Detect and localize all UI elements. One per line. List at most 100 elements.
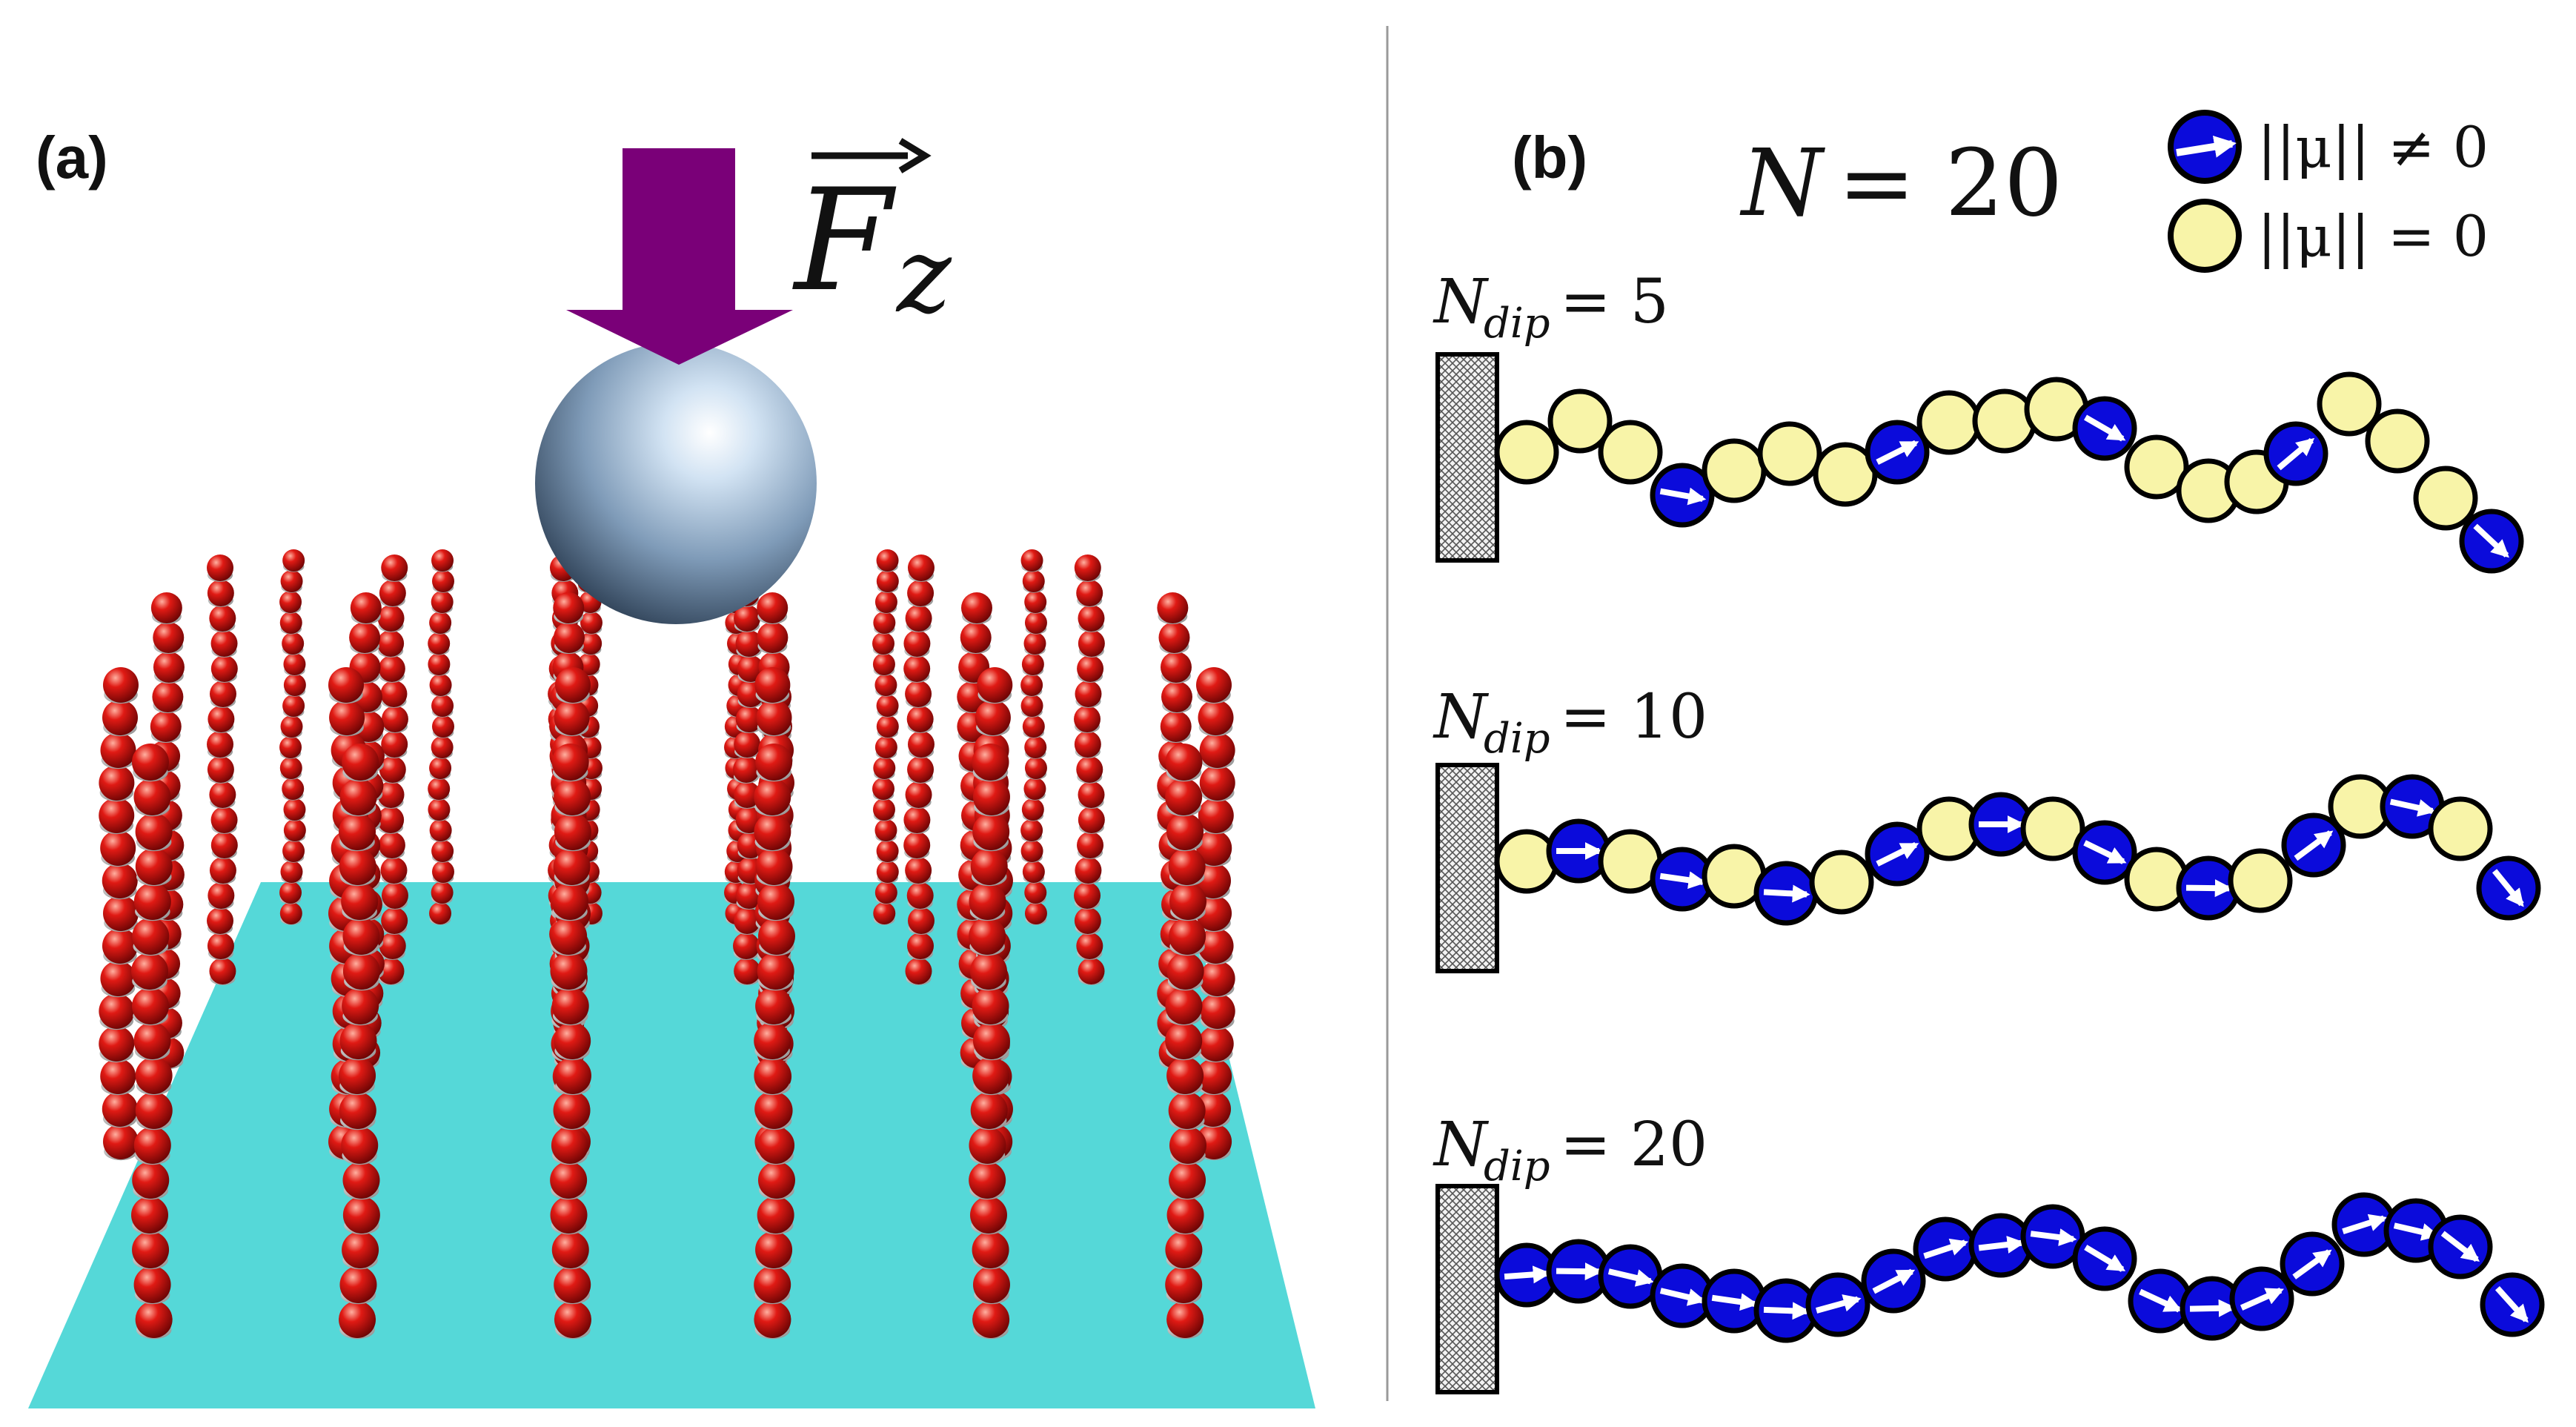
dipole-arrow-icon — [1607, 1268, 1654, 1287]
brush-bead — [377, 781, 405, 808]
brush-bead — [377, 807, 405, 833]
force-label: F z — [792, 138, 952, 337]
brush-bead — [554, 667, 591, 703]
brush-bead — [1022, 570, 1045, 592]
magnetic-bead — [1753, 861, 1819, 926]
brush-bead — [553, 848, 591, 885]
brush-bead — [280, 861, 303, 883]
brush-bead — [342, 1231, 379, 1268]
magnetic-bead — [2128, 1268, 2193, 1334]
force-symbol: F — [792, 159, 897, 322]
magnetic-bead — [1702, 1268, 1767, 1334]
brush-bead — [872, 653, 895, 675]
magnetic-bead — [2459, 509, 2524, 574]
brush-chain — [279, 549, 306, 925]
dipole-arrow-icon — [1923, 1238, 1969, 1259]
brush-bead — [1165, 1231, 1203, 1268]
dipole-arrow-icon — [1504, 1265, 1551, 1284]
nonmagnetic-bead — [2124, 434, 2189, 500]
brush-bead — [341, 883, 379, 920]
brush-bead — [381, 731, 408, 758]
brush-bead — [876, 695, 899, 717]
brush-bead — [135, 813, 173, 850]
brush-chain — [131, 744, 173, 1340]
brush-bead — [339, 813, 376, 850]
brush-bead — [133, 1127, 171, 1164]
brush-bead — [329, 700, 365, 735]
dipole-arrow-icon — [2473, 523, 2509, 558]
magnetic-bead — [2176, 855, 2241, 921]
chain-label-symbol: N — [1433, 267, 1490, 337]
dipole-arrow-icon — [2393, 1222, 2440, 1241]
brush-bead — [905, 857, 932, 884]
brush-bead — [431, 736, 454, 758]
magnetic-bead — [1865, 821, 1930, 887]
brush-bead — [381, 907, 408, 934]
brush-bead — [754, 667, 791, 703]
brush-bead — [135, 1057, 173, 1094]
brush-bead — [210, 655, 238, 682]
brush-bead — [873, 612, 896, 634]
chain-ndip-10: N dip = 10 — [1433, 682, 2541, 973]
brush-bead — [132, 918, 170, 955]
brush-bead — [279, 736, 302, 758]
legend-item-nonmagnetic: ||μ|| = 0 — [2168, 199, 2489, 273]
nonmagnetic-bead — [1598, 420, 1663, 485]
brush-bead — [1169, 1127, 1206, 1164]
magnetic-bead — [1865, 420, 1930, 485]
brush-bead — [209, 605, 236, 632]
brush-chain — [872, 549, 899, 925]
brush-bead — [350, 592, 382, 623]
chain-label-sub: dip — [1484, 1142, 1550, 1191]
brush-bead — [135, 1301, 173, 1338]
brush-bead — [99, 765, 135, 801]
brush-bead — [1166, 1057, 1204, 1094]
brush-bead — [969, 1127, 1006, 1164]
brush-bead — [1165, 1266, 1203, 1303]
chain-ndip-20: N dip = 20 — [1433, 1110, 2545, 1394]
nonmagnetic-bead-icon — [2168, 199, 2242, 273]
brush-bead — [280, 715, 303, 738]
brush-bead — [150, 592, 182, 623]
chain-label: N dip = 10 — [1433, 682, 1707, 763]
brush-bead — [1198, 700, 1234, 735]
brush-bead — [872, 798, 895, 821]
brush-bead — [554, 1022, 591, 1059]
brush-bead — [734, 605, 761, 632]
brush-bead — [153, 622, 185, 653]
dipole-arrow-icon — [1659, 1288, 1706, 1306]
brush-bead — [553, 622, 585, 653]
brush-bead — [282, 695, 305, 717]
brush-bead — [1023, 778, 1046, 800]
brush-bead — [279, 902, 302, 924]
brush-bead — [150, 711, 182, 742]
brush-bead — [733, 933, 760, 959]
brush-bead — [550, 1196, 588, 1234]
brush-bead — [135, 1092, 173, 1129]
brush-bead — [1021, 798, 1044, 821]
brush-bead — [905, 605, 932, 632]
nonmagnetic-bead — [2317, 371, 2382, 437]
brush-bead — [381, 706, 408, 732]
brush-bead — [209, 781, 236, 808]
brush-bead — [754, 813, 791, 850]
brush-bead — [757, 883, 795, 920]
nonmagnetic-bead — [2020, 796, 2085, 861]
brush-bead — [429, 612, 452, 634]
dipole-arrow-icon — [2492, 869, 2524, 907]
brush-bead — [905, 681, 932, 707]
dipole-arrow-icon — [2294, 830, 2334, 861]
brush-chain — [550, 744, 591, 1340]
brush-bead — [553, 1092, 591, 1129]
legend-nonmagnetic-text: ||μ|| = 0 — [2257, 203, 2489, 269]
brush-bead — [99, 1026, 135, 1062]
brush-bead — [135, 848, 173, 885]
brush-bead — [1078, 958, 1105, 984]
brush-bead — [132, 1231, 170, 1268]
brush-bead — [378, 832, 405, 858]
brush-bead — [1020, 819, 1043, 841]
brush-bead — [1160, 711, 1192, 742]
bead-chain — [1494, 1192, 2545, 1343]
brush-bead — [431, 695, 454, 717]
brush-bead — [1022, 715, 1045, 738]
